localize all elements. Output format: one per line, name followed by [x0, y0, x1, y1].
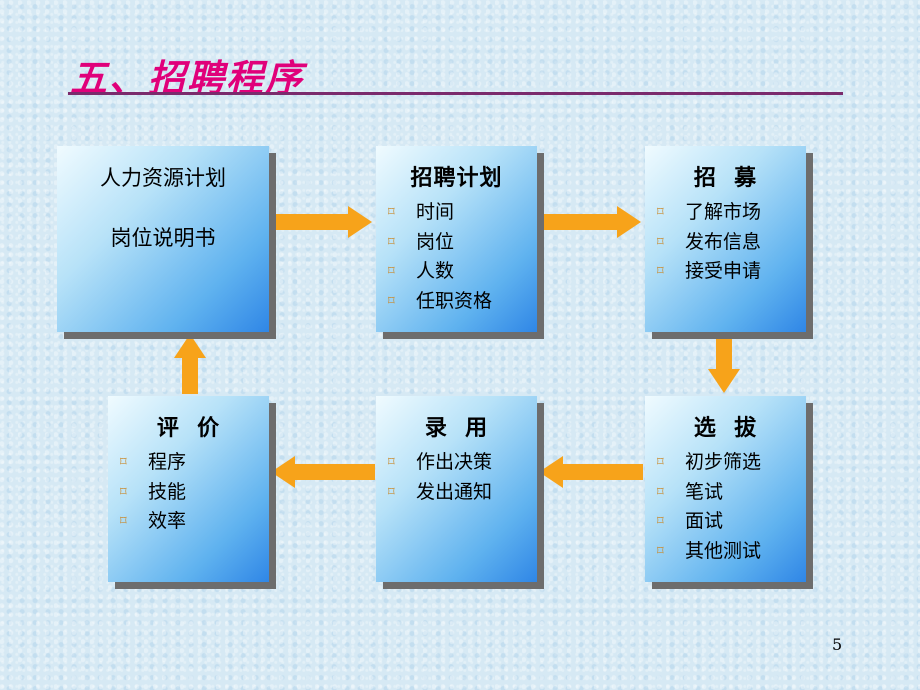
list-item: ⌑时间: [388, 198, 537, 228]
arrow-hire-to-evaluate: [271, 456, 375, 488]
list-item: ⌑发布信息: [657, 228, 806, 258]
list-item: ⌑程序: [120, 448, 269, 478]
square-bullet-icon: ⌑: [388, 484, 395, 500]
list-item: ⌑效率: [120, 507, 269, 537]
square-bullet-icon: ⌑: [120, 455, 127, 470]
list-item: ⌑其他测试: [657, 537, 806, 567]
square-bullet-icon: ⌑: [657, 514, 664, 529]
list-item: ⌑任职资格: [388, 287, 537, 317]
arrow-select-to-hire: [539, 456, 643, 488]
square-bullet-icon: ⌑: [657, 543, 664, 559]
box-selection: 选 拔 ⌑初步筛选 ⌑笔试 ⌑面试 ⌑其他测试: [645, 396, 806, 582]
box-hr-plan-line2: 岗位说明书: [110, 226, 216, 250]
list-item: ⌑初步筛选: [657, 448, 806, 478]
list-item: ⌑了解市场: [657, 198, 806, 228]
box-selection-heading: 选 拔: [693, 416, 758, 441]
page-number: 5: [832, 635, 843, 654]
arrow-recruit-plan-to-recruit: [537, 206, 641, 238]
box-recruitment-plan-heading: 招聘计划: [410, 166, 503, 191]
square-bullet-icon: ⌑: [120, 484, 127, 500]
box-evaluation: 评 价 ⌑程序 ⌑技能 ⌑效率: [108, 396, 269, 582]
square-bullet-icon: ⌑: [657, 484, 664, 500]
square-bullet-icon: ⌑: [388, 205, 395, 220]
square-bullet-icon: ⌑: [388, 455, 395, 470]
box-hr-plan-line1: 人力资源计划: [100, 166, 226, 190]
box-recruit: 招 募 ⌑了解市场 ⌑发布信息 ⌑接受申请: [645, 146, 806, 332]
title-underline: [68, 92, 843, 95]
list-item: ⌑人数: [388, 257, 537, 287]
square-bullet-icon: ⌑: [657, 455, 664, 470]
list-item: ⌑笔试: [657, 478, 806, 508]
list-item: ⌑面试: [657, 507, 806, 537]
box-evaluation-heading: 评 价: [156, 416, 221, 441]
square-bullet-icon: ⌑: [657, 205, 664, 220]
list-item: ⌑作出决策: [388, 448, 537, 478]
list-item: ⌑岗位: [388, 228, 537, 258]
box-hr-plan: 人力资源计划 岗位说明书: [57, 146, 269, 332]
list-item: ⌑发出通知: [388, 478, 537, 508]
list-item: ⌑技能: [120, 478, 269, 508]
square-bullet-icon: ⌑: [388, 264, 395, 279]
box-hiring: 录 用 ⌑作出决策 ⌑发出通知: [376, 396, 537, 582]
list-item: ⌑接受申请: [657, 257, 806, 287]
square-bullet-icon: ⌑: [657, 264, 664, 279]
arrow-plan-to-recruit-plan: [268, 206, 372, 238]
square-bullet-icon: ⌑: [120, 514, 127, 529]
arrow-recruit-to-select: [708, 333, 740, 393]
arrow-evaluate-to-plan: [174, 334, 206, 394]
square-bullet-icon: ⌑: [657, 234, 664, 250]
box-recruitment-plan: 招聘计划 ⌑时间 ⌑岗位 ⌑人数 ⌑任职资格: [376, 146, 537, 332]
box-recruit-heading: 招 募: [693, 166, 758, 191]
box-hiring-heading: 录 用: [424, 416, 489, 441]
square-bullet-icon: ⌑: [388, 234, 395, 250]
square-bullet-icon: ⌑: [388, 293, 395, 309]
